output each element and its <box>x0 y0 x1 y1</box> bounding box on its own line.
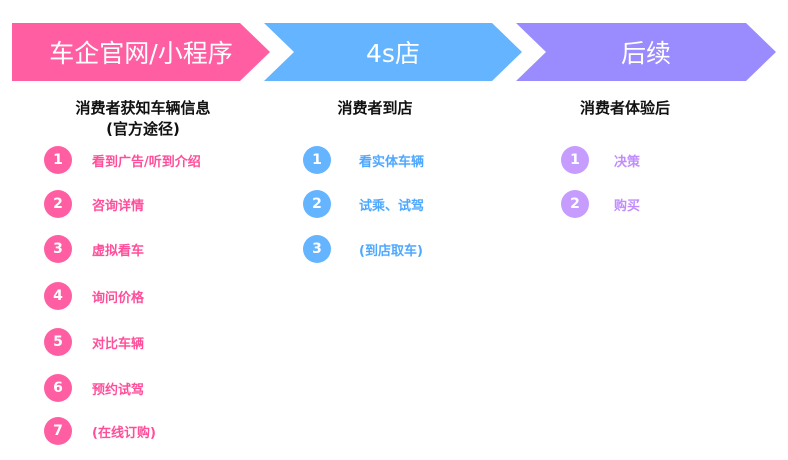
step-item: 2 试乘、试驾 <box>303 190 424 218</box>
step-number-badge: 5 <box>44 328 72 356</box>
column-title-official: 消费者获知车辆信息 (官方途径) <box>43 98 243 140</box>
step-number-badge: 6 <box>44 374 72 402</box>
step-number-badge: 7 <box>44 417 72 445</box>
step-label: (在线订购) <box>92 425 156 441</box>
step-label: 咨询详情 <box>92 198 145 214</box>
step-label: 虚拟看车 <box>92 243 145 259</box>
step-number-badge: 4 <box>44 282 72 310</box>
step-label: 试乘、试驾 <box>359 198 425 214</box>
step-item: 2 购买 <box>561 190 640 218</box>
step-number-badge: 1 <box>561 146 589 174</box>
step-label: 询问价格 <box>92 290 145 306</box>
column-title-followup: 消费者体验后 <box>560 98 690 119</box>
step-item: 4 询问价格 <box>44 282 144 310</box>
stage-label: 4s店 <box>366 39 420 68</box>
step-item: 5 对比车辆 <box>44 328 144 356</box>
stage-label: 后续 <box>620 39 671 68</box>
stage-chevron-4s-store: 4s店 <box>264 23 522 81</box>
column-title-line: 消费者获知车辆信息 <box>75 99 211 117</box>
step-number-badge: 1 <box>303 146 331 174</box>
step-item: 6 预约试驾 <box>44 374 144 402</box>
step-label: 看实体车辆 <box>359 154 425 170</box>
step-number-badge: 2 <box>44 190 72 218</box>
step-item: 1 看实体车辆 <box>303 146 424 174</box>
step-item: 2 咨询详情 <box>44 190 144 218</box>
stage-chevron-followup: 后续 <box>516 23 776 81</box>
step-number-badge: 1 <box>44 146 72 174</box>
step-label: 预约试驾 <box>92 382 145 398</box>
step-item: 3 虚拟看车 <box>44 235 144 263</box>
step-label: (到店取车) <box>359 243 423 259</box>
step-number-badge: 2 <box>561 190 589 218</box>
step-item: 1 看到广告/听到介绍 <box>44 146 201 174</box>
step-label: 对比车辆 <box>92 336 145 352</box>
step-number-badge: 3 <box>303 235 331 263</box>
column-title-line: 消费者到店 <box>337 99 413 117</box>
stage-chevron-official-site: 车企官网/小程序 <box>12 23 270 81</box>
step-label: 决策 <box>614 154 641 170</box>
column-title-line: (官方途径) <box>106 120 180 138</box>
step-number-badge: 3 <box>44 235 72 263</box>
step-item: 1 决策 <box>561 146 640 174</box>
step-item: 7 (在线订购) <box>44 417 156 445</box>
column-title-store: 消费者到店 <box>290 98 460 119</box>
step-number-badge: 2 <box>303 190 331 218</box>
column-title-line: 消费者体验后 <box>579 99 670 117</box>
step-item: 3 (到店取车) <box>303 235 423 263</box>
step-label: 购买 <box>614 198 641 214</box>
step-label: 看到广告/听到介绍 <box>92 154 201 170</box>
stage-label: 车企官网/小程序 <box>49 39 233 68</box>
